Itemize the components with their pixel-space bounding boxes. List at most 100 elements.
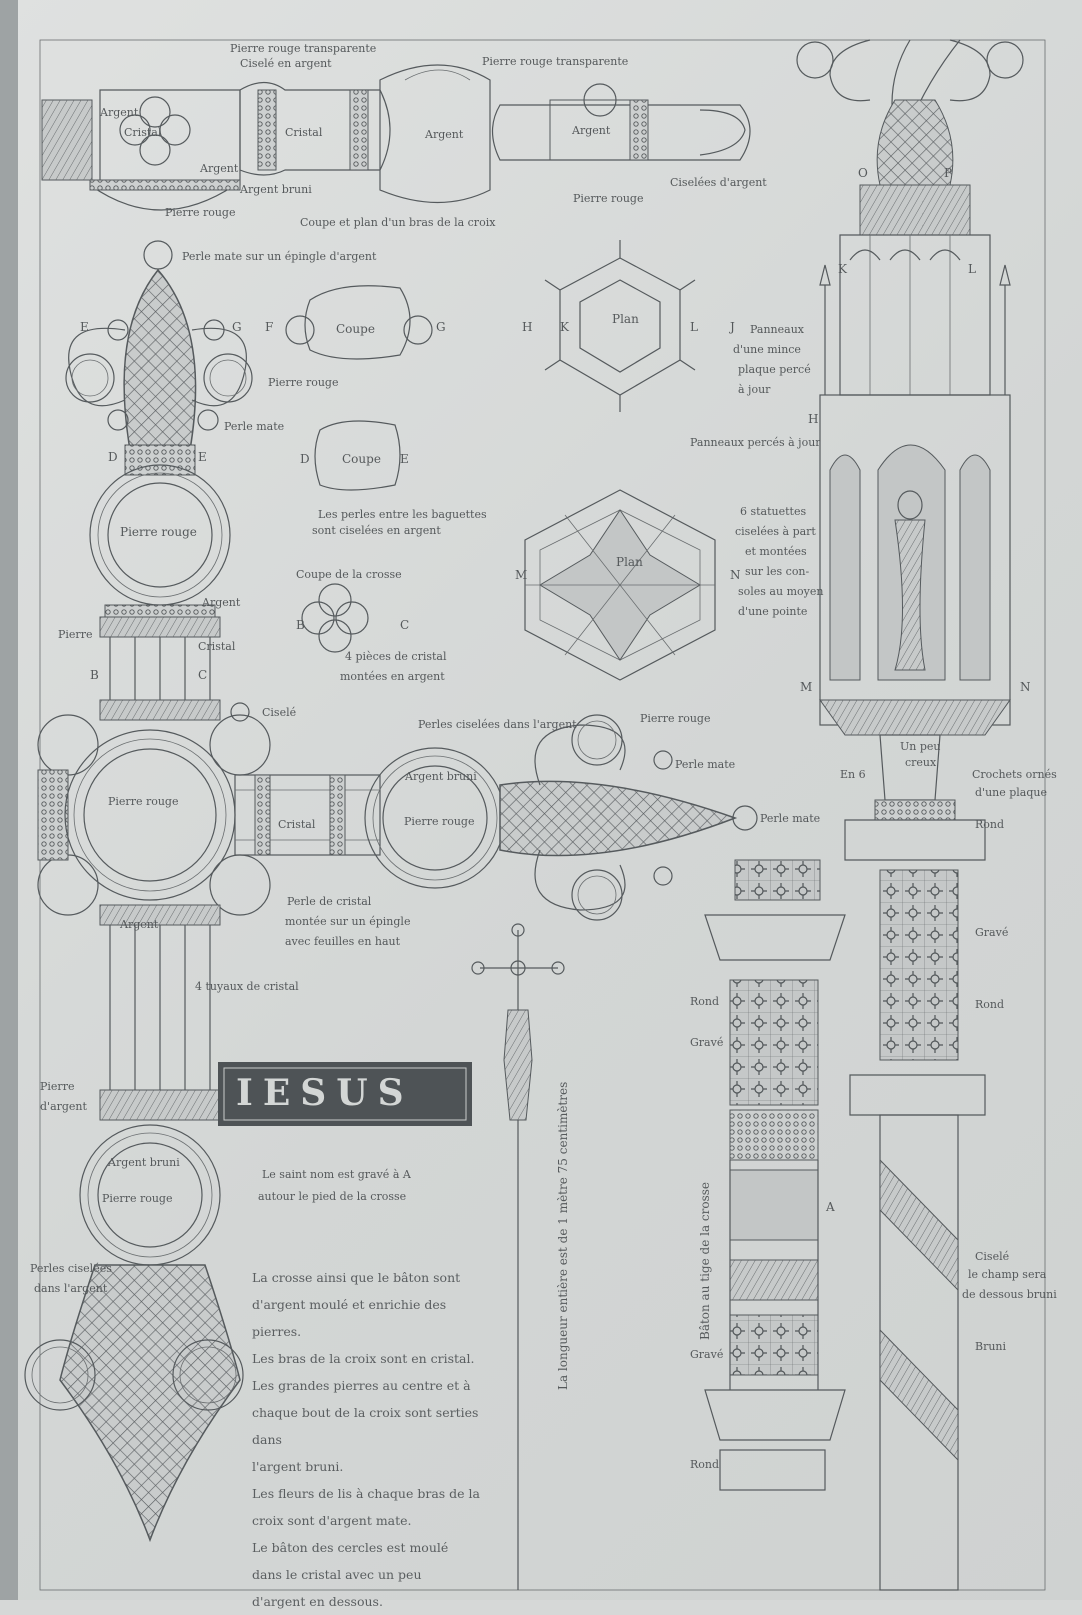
label: Panneaux (750, 323, 804, 336)
label: Argent (120, 918, 159, 931)
label: Gravé (975, 926, 1009, 939)
label: d'une pointe (738, 605, 808, 618)
label: Les perles entre les baguettes (318, 508, 487, 521)
label: Argent (200, 162, 239, 175)
label: Ciselé (262, 706, 297, 719)
label: Panneaux percés à jour (690, 436, 821, 449)
label: dans l'argent (34, 1282, 108, 1295)
label: Pierre rouge transparente (230, 42, 377, 55)
letter-label: G (436, 320, 446, 334)
label: sont ciselées en argent (312, 524, 441, 537)
letter-label: B (296, 618, 305, 632)
label: montée sur un épingle (285, 915, 411, 928)
label: ciselées à part (735, 525, 816, 538)
label: Pierre (58, 628, 93, 641)
label: Perle mate sur un épingle d'argent (182, 250, 377, 263)
label: Un peu (900, 740, 941, 753)
cross-center (37, 699, 758, 1090)
label: Perles ciselées dans l'argent (418, 718, 577, 731)
label: soles au moyen (738, 585, 824, 598)
label: Perles ciselées (30, 1262, 112, 1275)
label: Rond (975, 998, 1005, 1011)
label: Ciselées d'argent (670, 176, 767, 189)
letter-label: B (90, 668, 99, 682)
label: autour le pied de la crosse (258, 1190, 407, 1203)
label: Le saint nom est gravé à A (262, 1168, 411, 1181)
letter-label: D (108, 450, 118, 464)
label: Pierre rouge (120, 525, 197, 539)
label: Argent (572, 124, 611, 137)
letter-label: G (232, 320, 242, 334)
label: Gravé (690, 1036, 724, 1049)
paragraph-line: Les bras de la croix sont en cristal. (252, 1351, 475, 1366)
paragraph-line: d'argent moulé et enrichie des pierres. (252, 1297, 447, 1339)
letter-label: P (944, 166, 953, 180)
label: Pierre rouge (404, 815, 475, 828)
letter-label: K (838, 262, 847, 276)
label: de dessous bruni (962, 1288, 1057, 1301)
paragraph-line: croix sont d'argent mate. (252, 1513, 412, 1528)
paragraph-line: Les fleurs de lis à chaque bras de la (252, 1486, 480, 1501)
label: creux (905, 756, 937, 769)
label: Argent bruni (108, 1156, 180, 1169)
paragraph-line: La crosse ainsi que le bâton sont (252, 1270, 461, 1285)
label: Rond (690, 1458, 720, 1471)
label: Cristal (124, 126, 162, 139)
label: Cristal (285, 126, 323, 139)
label: Rond (975, 818, 1005, 831)
label: Pierre (40, 1080, 75, 1093)
label: le champ sera (968, 1268, 1047, 1281)
label: Argent bruni (240, 183, 312, 196)
hexagon-plan-upper (544, 240, 696, 412)
label: Pierre rouge (165, 206, 236, 219)
letter-label: H (522, 320, 533, 334)
letter-label: A (826, 1200, 835, 1214)
label: Gravé (690, 1348, 724, 1361)
paragraph-line: chaque bout de la croix sont serties dan… (252, 1405, 479, 1447)
label: Coupe et plan d'un bras de la croix (300, 216, 496, 229)
label: et montées (745, 545, 807, 558)
paragraph-line: Les grandes pierres au centre et à (252, 1378, 471, 1393)
letter-label: L (968, 262, 976, 276)
letter-label: N (730, 568, 741, 582)
letter-label: C (400, 618, 410, 632)
label: Argent (100, 106, 139, 119)
label: Perle mate (760, 812, 821, 825)
letter-label: O (858, 166, 868, 180)
label: Argent bruni (405, 770, 477, 783)
label: Cristal (278, 818, 316, 831)
plate-edge-shadow (0, 0, 18, 1600)
label: Perle mate (224, 420, 285, 433)
paragraph-line: dans le cristal avec un peu (252, 1567, 422, 1582)
letter-label: C (198, 668, 208, 682)
label: à jour (738, 383, 771, 396)
label: Pierre rouge (102, 1192, 173, 1205)
letter-label: E (198, 450, 207, 464)
letter-label: N (1020, 680, 1031, 694)
gothic-tabernacle (796, 39, 1024, 1591)
description-paragraph: La crosse ainsi que le bâton sont d'arge… (252, 1264, 482, 1615)
label: Pierre rouge transparente (482, 55, 629, 68)
label: Plan (616, 555, 643, 569)
vertical-label-length: La longueur entière est de 1 mètre 75 ce… (556, 1081, 570, 1390)
label: Argent (202, 596, 241, 609)
label: Ciselé en argent (240, 57, 332, 70)
label: sur les con- (745, 565, 810, 578)
label: d'argent (40, 1100, 87, 1113)
letter-label: D (300, 452, 310, 466)
label: 6 statuettes (740, 505, 807, 518)
label: 4 pièces de cristal (345, 650, 447, 663)
letter-label: E (80, 320, 89, 334)
iesus-inscription: IESUS (236, 1072, 414, 1114)
label: Ciselé (975, 1250, 1010, 1263)
label: Rond (690, 995, 720, 1008)
label: d'une mince (733, 343, 801, 356)
paragraph-line: Le bâton des cercles est moulé (252, 1540, 449, 1555)
label: Cristal (198, 640, 236, 653)
label: Pierre rouge (108, 795, 179, 808)
paragraph-line: d'argent en dessous. (252, 1594, 383, 1609)
letter-label: M (515, 568, 528, 582)
label: Plan (612, 312, 639, 326)
